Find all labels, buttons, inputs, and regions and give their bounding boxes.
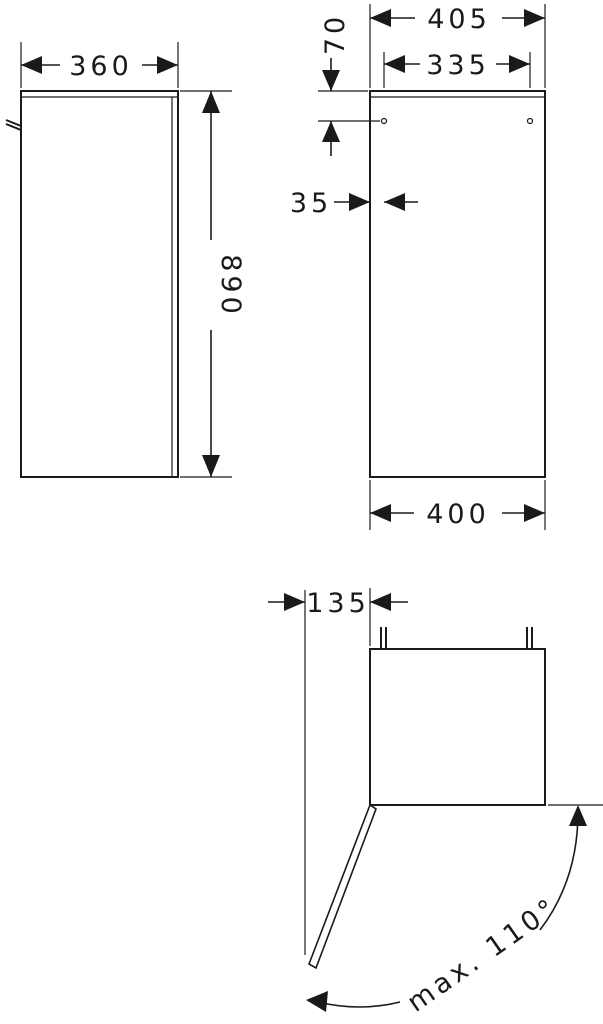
mounting-hole-left xyxy=(380,117,388,125)
arrow-right-icon xyxy=(524,9,545,27)
opening-arc-upper xyxy=(539,811,579,931)
dim-label-max-110: max. 110° xyxy=(402,892,565,1019)
arrow-up-icon xyxy=(569,805,587,826)
cabinet-front-outline xyxy=(20,90,179,478)
arrow-left-icon xyxy=(370,593,391,611)
front-view: 360 890 xyxy=(5,42,246,478)
opening-arc-lower xyxy=(317,1001,401,1008)
wall-bracket-right xyxy=(526,627,533,649)
open-door xyxy=(308,803,377,970)
arrow-down-icon xyxy=(322,70,340,91)
side-view: 405 335 70 35 400 xyxy=(290,4,546,530)
cabinet-plan-outline xyxy=(369,648,546,806)
cabinet-side-outline xyxy=(369,90,546,478)
dim-label-405: 405 xyxy=(427,4,491,35)
arrow-left-icon xyxy=(306,991,328,1012)
wall-bracket-left xyxy=(380,627,387,649)
arrow-right-icon xyxy=(349,193,370,211)
arrow-left-icon xyxy=(384,193,405,211)
arrow-left-icon xyxy=(21,56,42,74)
plan-view: 135 max. 110° xyxy=(268,588,603,1019)
dim-label-335: 335 xyxy=(426,50,490,81)
arrow-left-icon xyxy=(370,9,391,27)
arrow-up-icon xyxy=(202,91,220,113)
arrow-right-icon xyxy=(524,504,545,522)
arrow-up-icon xyxy=(322,121,340,142)
arrow-left-icon xyxy=(370,504,391,522)
arrow-right-icon xyxy=(284,593,305,611)
dim-label-70: 70 xyxy=(320,13,351,55)
arrow-left-icon xyxy=(384,55,405,73)
dim-label-360: 360 xyxy=(69,51,133,82)
arrow-right-icon xyxy=(509,55,530,73)
dim-label-890: 890 xyxy=(215,254,246,318)
hinge-tab xyxy=(5,119,22,131)
dim-label-400: 400 xyxy=(426,499,490,530)
dim-label-135: 135 xyxy=(306,588,370,619)
mounting-hole-right xyxy=(526,117,534,125)
arrow-down-icon xyxy=(202,455,220,477)
arrow-right-icon xyxy=(157,56,178,74)
dim-label-35: 35 xyxy=(290,188,332,219)
